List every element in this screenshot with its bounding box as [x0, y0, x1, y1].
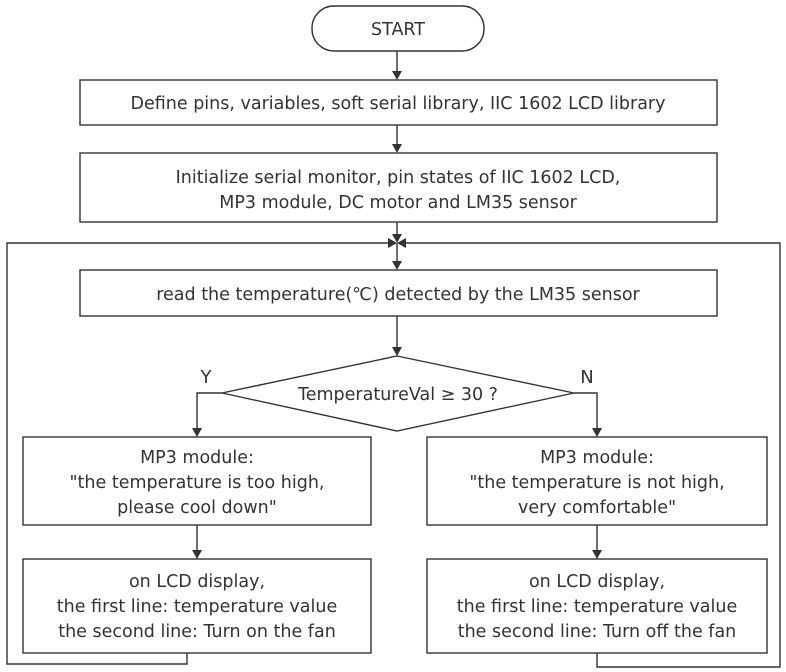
arrow-head: [192, 428, 202, 437]
mp3-too-high-step: MP3 module: "the temperature is too high…: [22, 436, 372, 526]
arrow-head: [392, 261, 402, 270]
start-node: START: [311, 5, 485, 52]
arrow-head: [392, 347, 402, 356]
arrow-head: [192, 550, 202, 559]
mp3-not-high-line1: MP3 module:: [540, 448, 654, 468]
lcd-fan-on-line2: the first line: temperature value: [57, 597, 337, 617]
arrow-head: [397, 238, 406, 248]
arrow-head: [388, 238, 397, 248]
mp3-too-high-line3: please cool down": [117, 498, 277, 518]
decision-label: TemperatureVal ≥ 30 ?: [297, 385, 498, 405]
start-label: START: [371, 20, 425, 40]
connectors: [6, 51, 781, 668]
lcd-fan-on-step: on LCD display, the first line: temperat…: [22, 558, 372, 654]
lcd-fan-on-line3: the second line: Turn on the fan: [58, 622, 336, 642]
mp3-not-high-step: MP3 module: "the temperature is not high…: [426, 436, 768, 526]
initialize-label-line2: MP3 module, DC motor and LM35 sensor: [219, 193, 577, 213]
arrow-head: [392, 71, 402, 80]
read-temperature-step: read the temperature(℃) detected by the …: [79, 269, 718, 317]
mp3-not-high-line3: very comfortable": [518, 498, 676, 518]
arrow-head: [592, 550, 602, 559]
arrow-head: [392, 234, 402, 243]
mp3-too-high-line1: MP3 module:: [140, 448, 254, 468]
initialize-label-line1: Initialize serial monitor, pin states of…: [176, 168, 621, 188]
lcd-fan-off-line3: the second line: Turn off the fan: [458, 622, 737, 642]
read-temperature-label: read the temperature(℃) detected by the …: [156, 285, 640, 305]
lcd-fan-on-line1: on LCD display,: [129, 572, 265, 592]
lcd-fan-off-step: on LCD display, the first line: temperat…: [426, 558, 768, 654]
no-branch-label: N: [580, 367, 593, 388]
lcd-fan-off-line2: the first line: temperature value: [457, 597, 737, 617]
define-label: Define pins, variables, soft serial libr…: [131, 94, 666, 114]
lcd-fan-off-line1: on LCD display,: [529, 572, 665, 592]
yes-branch-label: Y: [200, 367, 213, 388]
mp3-too-high-line2: "the temperature is too high,: [70, 473, 325, 493]
initialize-step: Initialize serial monitor, pin states of…: [79, 152, 718, 223]
temperature-decision: TemperatureVal ≥ 30 ?: [221, 355, 575, 432]
arrow-head: [592, 428, 602, 437]
define-step: Define pins, variables, soft serial libr…: [79, 79, 718, 126]
mp3-not-high-line2: "the temperature is not high,: [469, 473, 724, 493]
arrow-head: [392, 144, 402, 153]
